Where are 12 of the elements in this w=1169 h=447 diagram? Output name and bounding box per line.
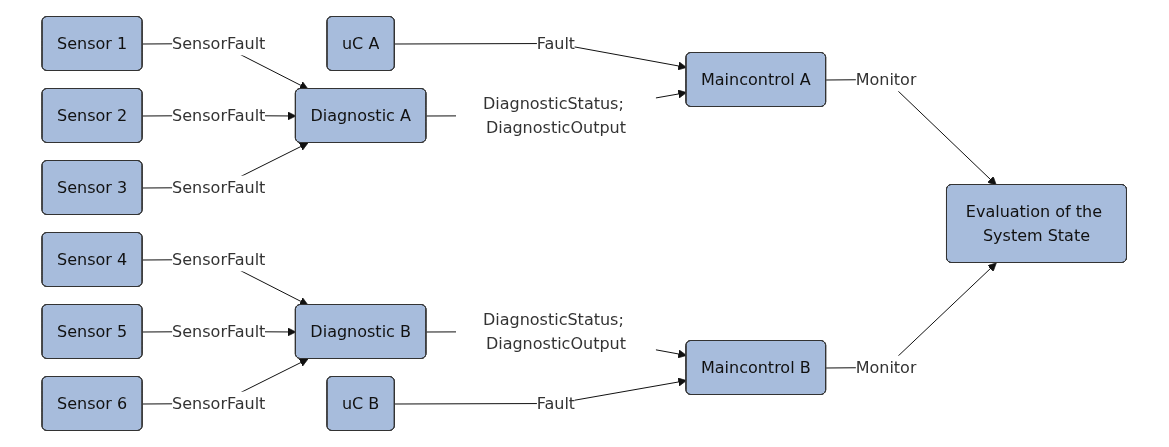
edge-label: SensorFault <box>172 249 266 269</box>
edge-label: DiagnosticStatus; DiagnosticOutput <box>483 93 627 137</box>
edge-label: DiagnosticStatus; DiagnosticOutput <box>483 309 627 353</box>
edge-label: SensorFault <box>172 33 266 53</box>
edge-label: Fault <box>536 33 576 53</box>
edge-label: SensorFault <box>172 321 266 341</box>
edge-label: SensorFault <box>172 177 266 197</box>
edge-label: Monitor <box>855 69 917 89</box>
edge-label: Monitor <box>855 357 917 377</box>
edge-label: SensorFault <box>172 393 266 413</box>
edge-label: Fault <box>536 393 576 413</box>
edge-label: SensorFault <box>172 105 266 125</box>
